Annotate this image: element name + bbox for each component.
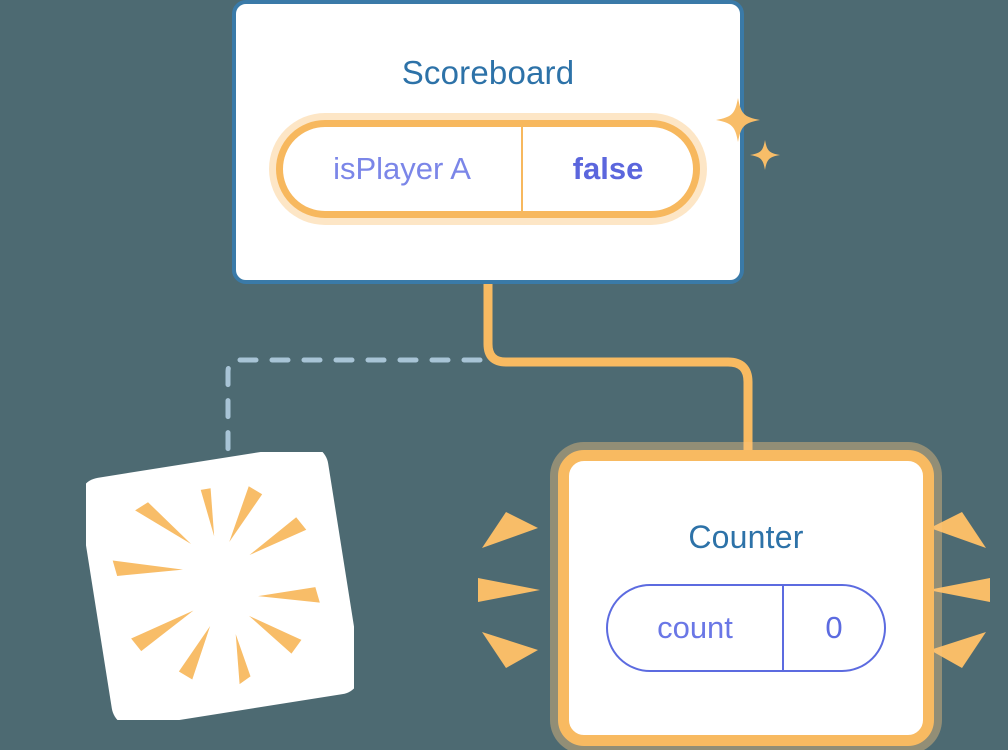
burst-card-surface [86,452,354,720]
counter-chip-key: count [657,610,733,645]
scoreboard-chip-value: false [572,151,644,186]
chip-divider [782,586,784,670]
ray-icon [930,512,986,548]
counter-chip-value: 0 [825,610,843,645]
ray-icon [928,578,990,602]
counter-chip-wrap: count 0 [569,584,923,672]
ray-icon [482,632,538,668]
ray-icon [482,512,538,548]
counter-card[interactable]: Counter count 0 [558,450,934,746]
scoreboard-chip-wrap: isPlayer A false [236,120,740,218]
counter-state-chip[interactable]: count 0 [606,584,886,672]
scoreboard-title: Scoreboard [401,54,575,91]
scoreboard-state-chip[interactable]: isPlayer A false [276,120,700,218]
sparkle-group [716,98,780,170]
connector-scoreboard-to-counter [483,279,753,475]
radial-burst-icon [112,486,320,685]
scoreboard-chip-key: isPlayer A [333,151,471,186]
burst-card[interactable] [86,452,354,720]
ray-icon [930,632,986,668]
sparkle-small-icon [750,140,780,170]
sparkle-large-icon [716,98,760,142]
scoreboard-card[interactable]: Scoreboard isPlayer A false [232,0,780,284]
counter-title: Counter [688,519,804,555]
ray-icon [478,578,540,602]
chip-divider [521,127,523,211]
